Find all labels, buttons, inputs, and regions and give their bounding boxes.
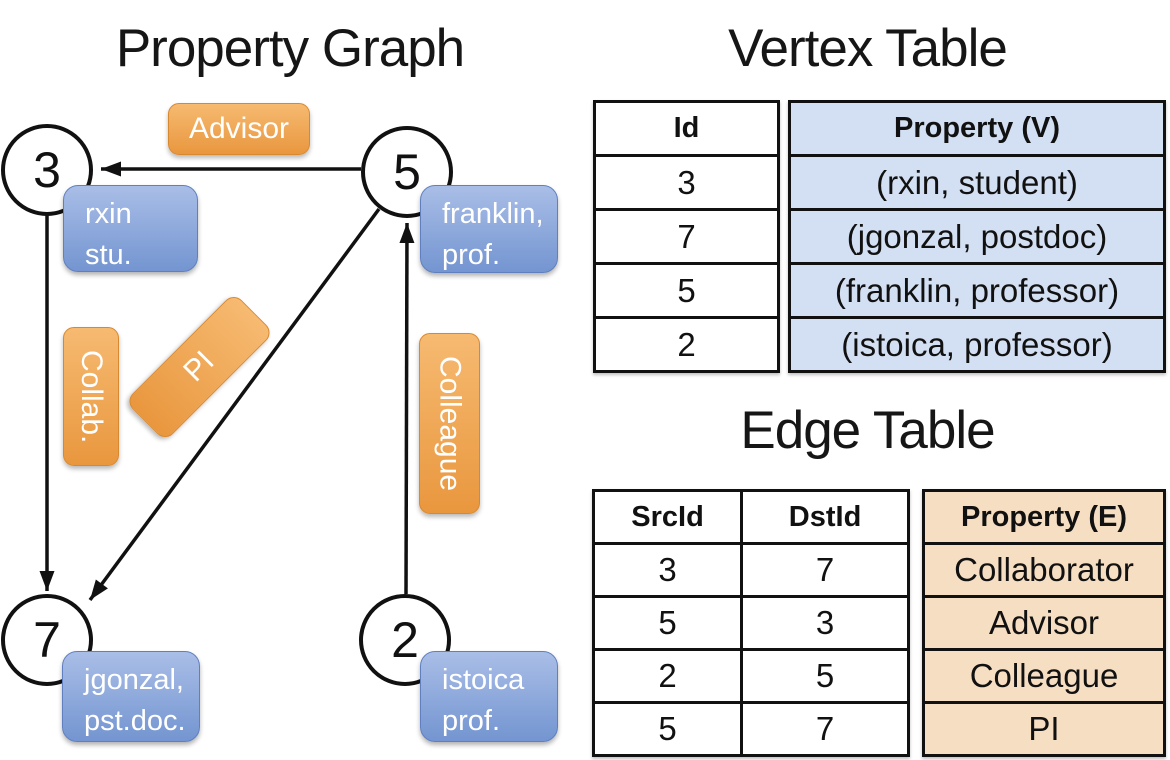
column-header: DstId (788, 500, 862, 533)
column-header: Property (V) (791, 103, 1163, 154)
table-cell: 5 (595, 701, 741, 754)
graph-node-5: 5 (361, 126, 453, 218)
column-header: Id (673, 112, 700, 144)
table-cell: Collaborator (925, 542, 1163, 595)
table-cell: 5 (743, 648, 907, 701)
edge-label-colleague: Colleague (419, 333, 480, 514)
property-line: franklin, (442, 198, 544, 230)
table-cell: 3 (595, 542, 741, 595)
property-line: stu. (85, 239, 132, 272)
node-2-property-box: istoica prof. (420, 651, 558, 742)
table-cell: Colleague (925, 648, 1163, 701)
table-cell: Advisor (925, 595, 1163, 648)
vertex-table-property-column: Property (V) (rxin, student) (jgonzal, p… (788, 100, 1166, 373)
property-line: prof. (442, 705, 501, 738)
property-line: rxin (85, 198, 132, 230)
table-cell: 2 (595, 648, 741, 701)
table-cell: 3 (743, 595, 907, 648)
table-cell: (franklin, professor) (791, 262, 1163, 316)
graph-edges-canvas (39, 161, 415, 602)
table-cell: 5 (595, 595, 741, 648)
table-cell: (rxin, student) (791, 154, 1163, 208)
table-cell: 7 (743, 701, 907, 754)
table-cell: 2 (596, 316, 777, 370)
node-id: 7 (33, 612, 61, 668)
column-header: SrcId (631, 500, 704, 533)
property-line: pst.doc. (84, 705, 186, 738)
property-graph-title: Property Graph (115, 19, 465, 78)
edge-colleague-2-to-5 (399, 222, 415, 595)
node-id: 2 (391, 612, 419, 668)
node-id: 5 (393, 144, 421, 200)
node-5-property-box: franklin, prof. (420, 185, 558, 273)
table-cell: 3 (596, 154, 777, 208)
vertex-table-title: Vertex Table (728, 19, 1008, 78)
edge-table-dstid-column: DstId 7 3 5 7 (743, 492, 907, 754)
edge-table-property-column: Property (E) Collaborator Advisor Collea… (922, 489, 1166, 757)
edge-label-pi-text: PI (177, 344, 221, 389)
vertex-table-id-column: Id 3 7 5 2 (593, 100, 780, 373)
edge-label-advisor: Advisor (168, 103, 310, 155)
edge-label-collab: Collab. (63, 327, 119, 466)
graph-node-2: 2 (359, 594, 451, 686)
table-cell: (istoica, professor) (791, 316, 1163, 370)
edge-table-srcid-column: SrcId 3 5 2 5 (595, 492, 744, 754)
property-line: jgonzal, (84, 664, 184, 696)
table-cell: 5 (596, 262, 777, 316)
column-header: Property (E) (925, 492, 1163, 542)
table-cell: 7 (743, 542, 907, 595)
edge-pi-5-to-7 (88, 207, 381, 602)
table-cell: PI (925, 701, 1163, 754)
table-cell: (jgonzal, postdoc) (791, 208, 1163, 262)
node-7-property-box: jgonzal, pst.doc. (62, 651, 200, 742)
edge-table-id-columns: SrcId 3 5 2 5 DstId 7 3 5 7 (592, 489, 910, 757)
node-3-property-box: rxin stu. (63, 185, 198, 272)
node-id: 3 (33, 142, 61, 198)
property-line: istoica (442, 664, 525, 696)
edge-table-title: Edge Table (740, 401, 995, 460)
table-cell: 7 (596, 208, 777, 262)
property-line: prof. (442, 239, 501, 272)
